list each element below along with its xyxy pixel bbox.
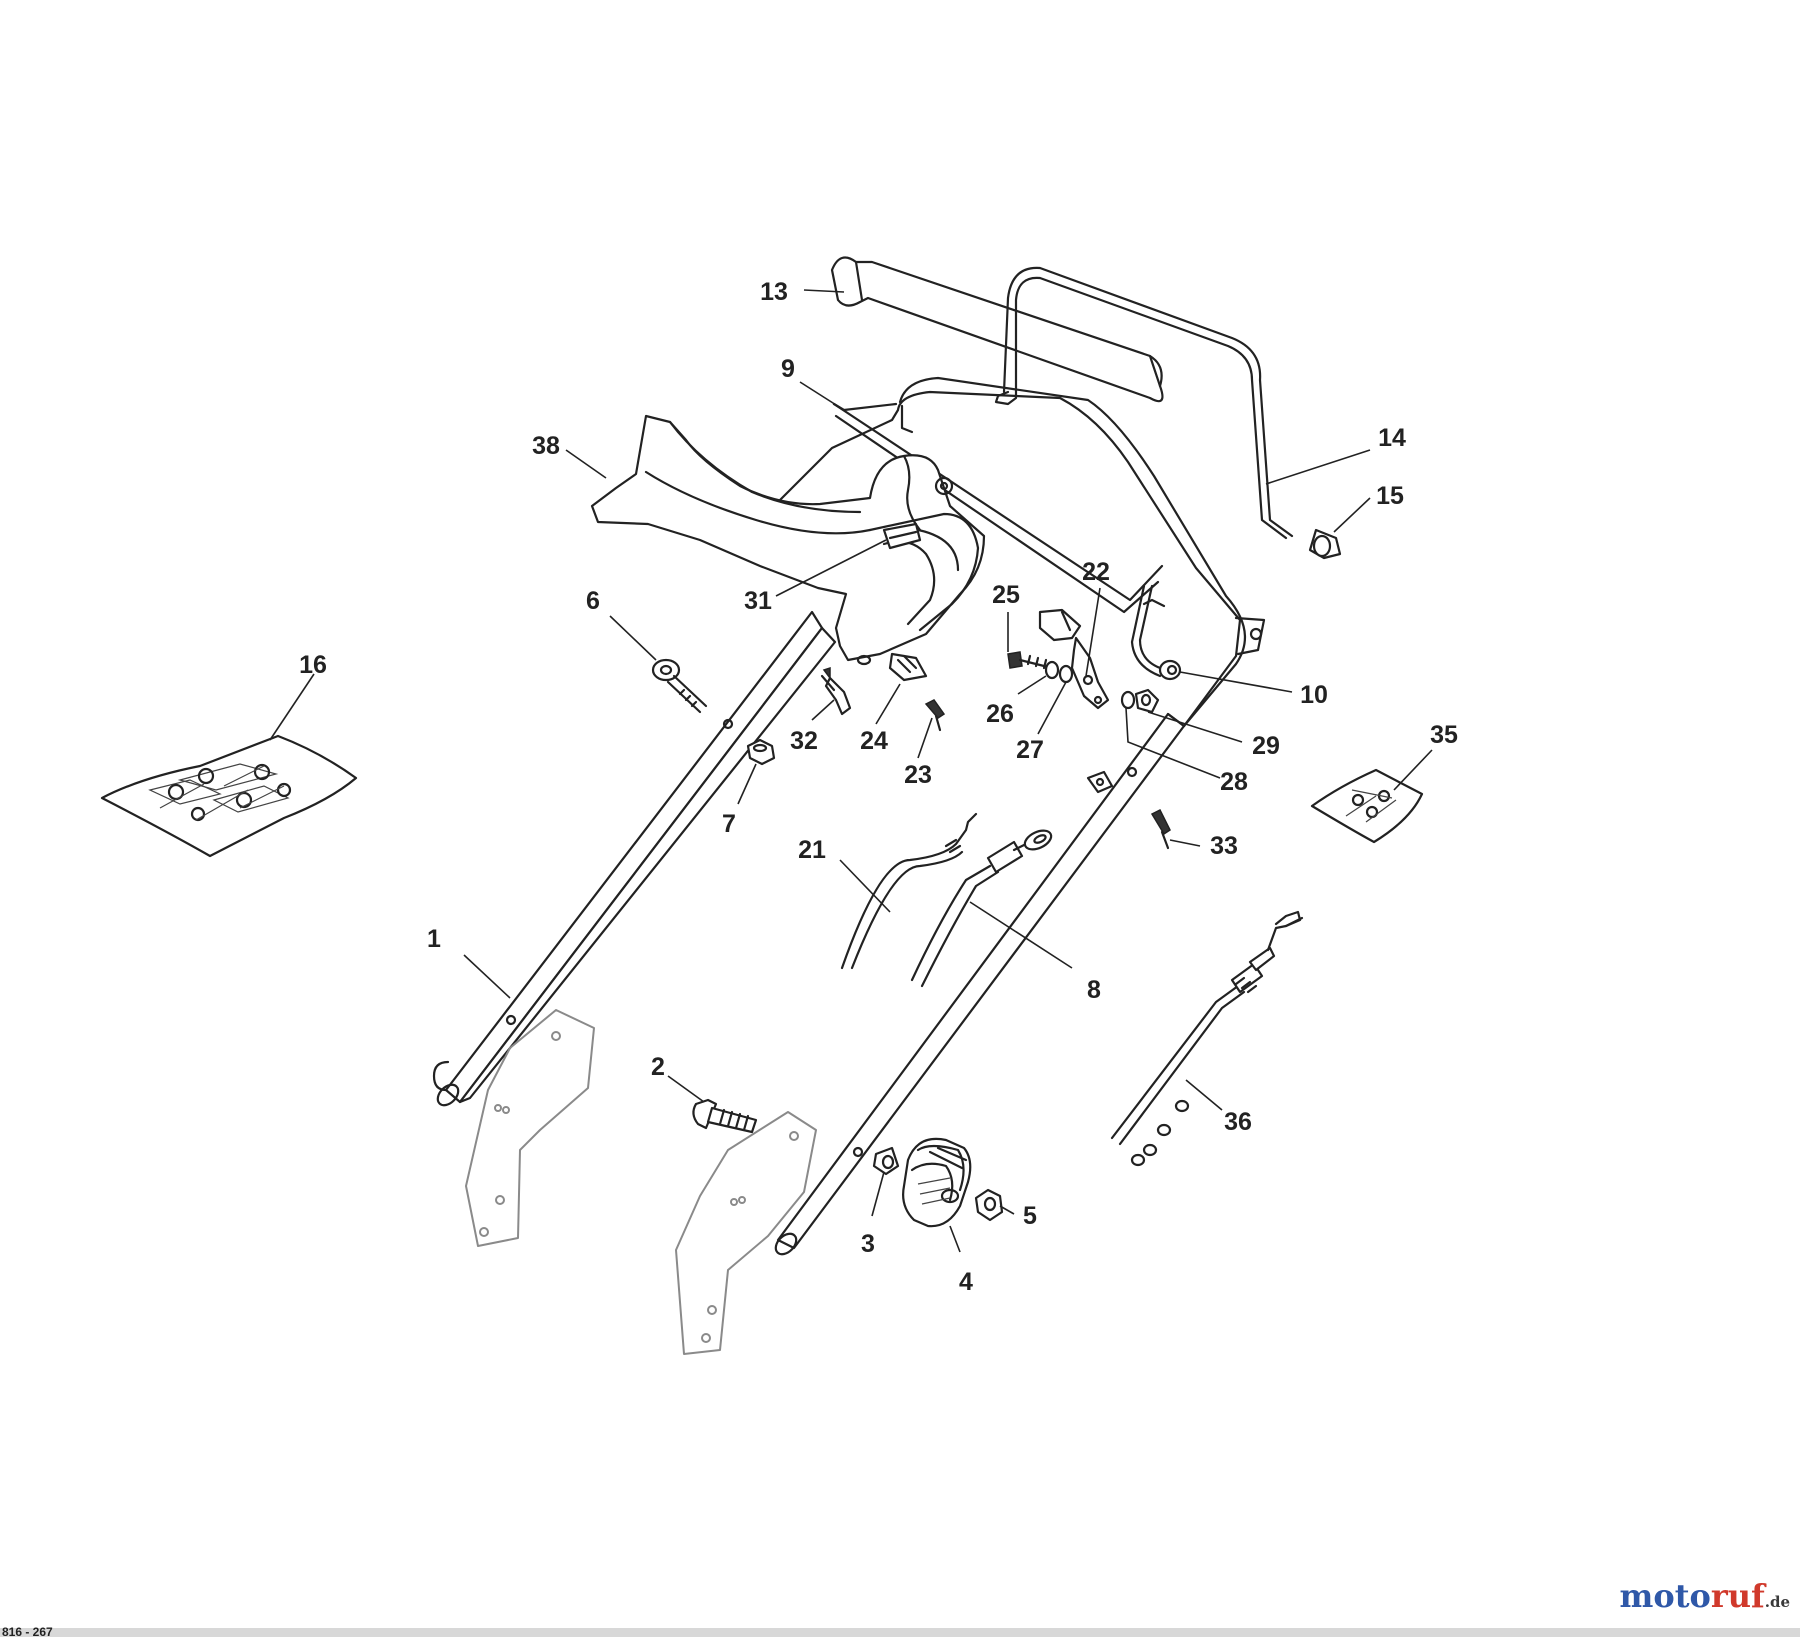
callout-1: 1 (427, 925, 441, 953)
leader-16 (269, 673, 315, 741)
part-32-screw (820, 666, 852, 716)
callout-28: 28 (1220, 768, 1248, 796)
leader-27 (1037, 681, 1067, 735)
callout-8: 8 (1087, 976, 1101, 1004)
leader-9 (799, 381, 845, 411)
leader-15 (1333, 497, 1371, 533)
part-38-cover (590, 414, 986, 666)
leader-32 (811, 699, 835, 721)
callout-numbers: 1 2 3 4 5 6 7 8 9 10 13 14 15 16 21 22 2… (299, 278, 1458, 1296)
callout-7: 7 (722, 810, 736, 838)
leader-31 (775, 539, 887, 597)
callout-3: 3 (861, 1230, 875, 1258)
callout-16: 16 (299, 651, 327, 679)
leader-lines (269, 289, 1433, 1253)
watermark-part3: .de (1764, 1593, 1790, 1611)
part-1-left-bracket (465, 1009, 595, 1247)
leader-7 (737, 763, 757, 805)
callout-32: 32 (790, 727, 818, 755)
leader-29 (1147, 711, 1243, 743)
leader-21 (839, 859, 891, 913)
leader-22 (1085, 587, 1101, 677)
right-bracket (675, 1111, 817, 1355)
part-36-cable (1110, 910, 1304, 1167)
callout-25: 25 (992, 581, 1020, 609)
leader-23 (917, 717, 933, 759)
part-7-nut (746, 738, 776, 766)
callout-2: 2 (651, 1053, 665, 1081)
leader-38 (565, 449, 607, 479)
part-8-cable (910, 829, 1053, 988)
callout-29: 29 (1252, 732, 1280, 760)
leader-5 (999, 1205, 1015, 1215)
callout-4: 4 (959, 1268, 973, 1296)
leader-8 (969, 901, 1073, 969)
part-10-bushing (1158, 659, 1182, 681)
leader-2 (667, 1075, 705, 1103)
part-27-washer (1058, 664, 1074, 684)
part-1-left-lower-handle (432, 610, 837, 1107)
part-13-grip-bar (830, 256, 1164, 403)
callout-5: 5 (1023, 1202, 1037, 1230)
part-23-screw (924, 699, 946, 732)
leader-4 (949, 1225, 961, 1253)
callout-14: 14 (1378, 424, 1406, 452)
part-21-cable (840, 812, 978, 970)
leader-14 (1265, 449, 1371, 485)
watermark-logo: motoruf.de (1620, 1577, 1790, 1615)
part-3-bushing (872, 1146, 900, 1176)
callout-23: 23 (904, 761, 932, 789)
part-6-eye-bolt (651, 658, 708, 714)
leader-35 (1393, 749, 1433, 791)
callout-38: 38 (532, 432, 560, 460)
part-22-lever (1038, 608, 1110, 710)
callout-15: 15 (1376, 482, 1404, 510)
leader-10 (1179, 671, 1293, 693)
part-35-hardware-bag (1310, 768, 1424, 844)
part-25-bolt (1007, 651, 1054, 670)
callout-35: 35 (1430, 721, 1458, 749)
leader-24 (875, 683, 901, 725)
callout-6: 6 (586, 587, 600, 615)
part-29-nut (1134, 688, 1160, 714)
callout-13: 13 (760, 278, 788, 306)
leader-33 (1169, 839, 1201, 847)
callout-10: 10 (1300, 681, 1328, 709)
part-15-cap (1308, 528, 1342, 560)
callout-31: 31 (744, 587, 772, 615)
leader-1 (463, 954, 511, 999)
part-24-clip (888, 652, 928, 682)
callout-36: 36 (1224, 1108, 1252, 1136)
part-16-hardware-bag (100, 734, 358, 858)
watermark-part2: ruf (1710, 1577, 1765, 1615)
right-lower-handle (774, 712, 1186, 1256)
cable-guide (1086, 770, 1114, 794)
part-28-washer (1120, 690, 1136, 710)
leader-13 (803, 289, 845, 293)
part-31-strap (882, 522, 922, 550)
leader-28 (1125, 707, 1221, 779)
leader-36 (1185, 1079, 1223, 1111)
leader-3 (871, 1171, 885, 1217)
part-2-bolt (692, 1098, 758, 1134)
callout-21: 21 (798, 836, 826, 864)
watermark-part1: moto (1619, 1577, 1711, 1615)
leader-26 (1017, 675, 1047, 695)
part-4-knob (902, 1137, 972, 1228)
callout-24: 24 (860, 727, 888, 755)
callout-26: 26 (986, 700, 1014, 728)
part-26-washer (1044, 660, 1060, 680)
leader-6 (609, 615, 657, 661)
callout-22: 22 (1082, 558, 1110, 586)
part-5-nut (974, 1188, 1004, 1222)
callout-9: 9 (781, 355, 795, 383)
callout-33: 33 (1210, 832, 1238, 860)
footer-code: 816 - 267 (2, 1625, 53, 1639)
footer-strip: 816 - 267 (0, 1625, 1800, 1639)
callout-27: 27 (1016, 736, 1044, 764)
part-33-screw (1150, 808, 1171, 850)
